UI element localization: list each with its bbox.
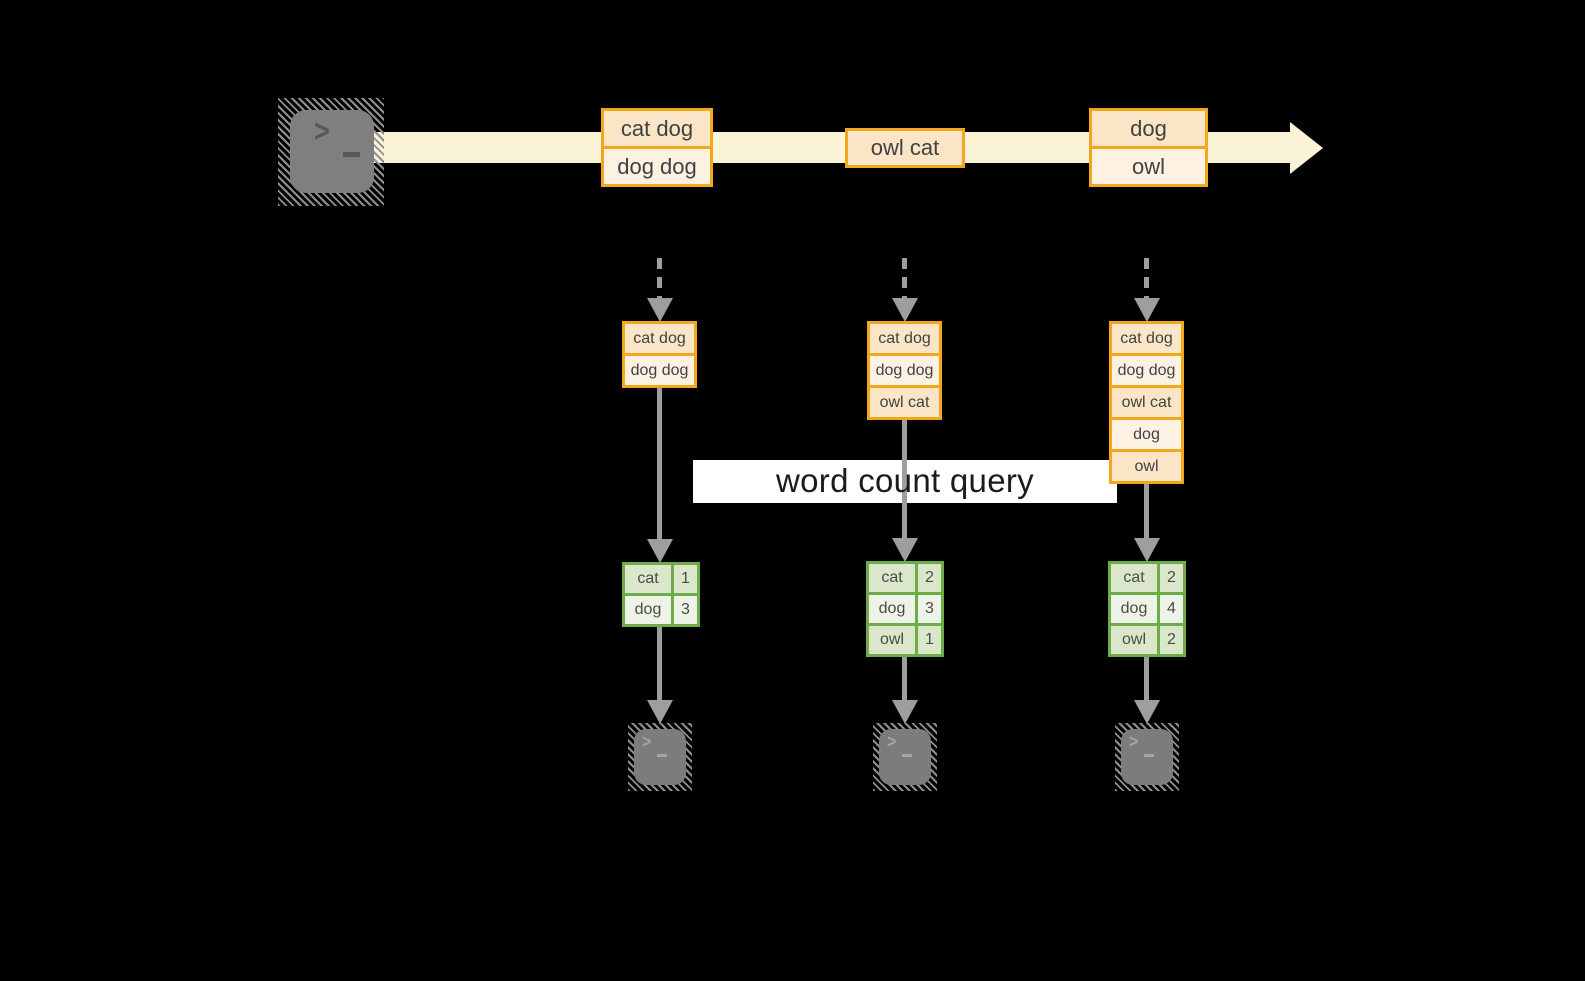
stream-event-batch-3: dog owl [1089,108,1208,187]
sink-terminal-icon-2: > [873,723,937,791]
terminal-prompt-icon: > [1129,732,1139,753]
arrow-head-icon [647,700,673,724]
terminal-cursor-icon [902,754,912,757]
buffer-record: owl cat [870,388,939,417]
arrow-shaft [902,420,907,540]
terminal-prompt-icon: > [314,113,330,149]
terminal-prompt-icon: > [887,732,897,753]
count-value-cell: 2 [918,564,941,592]
count-word-cell: cat [1111,564,1157,592]
buffer-record: cat dog [870,324,939,353]
arrow-shaft [1144,258,1149,298]
terminal-window-icon: > [634,729,686,785]
event-record: owl [1092,149,1205,184]
terminal-cursor-icon [657,754,667,757]
arrow-shaft [1144,657,1149,701]
arrow-head-icon [1134,700,1160,724]
terminal-cursor-icon [343,152,360,157]
buffer-record: owl [1112,452,1181,481]
event-record: cat dog [604,111,710,146]
sink-terminal-icon-3: > [1115,723,1179,791]
count-word-cell: dog [1111,595,1157,623]
sink-terminal-icon-1: > [628,723,692,791]
buffer-record: cat dog [1112,324,1181,353]
buffer-record: dog [1112,420,1181,449]
terminal-window-icon: > [1121,729,1173,785]
input-buffer-2: cat dog dog dog owl cat [867,321,942,420]
query-label: word count query [776,462,1034,499]
event-record: owl cat [848,131,962,165]
arrow-head-icon [892,298,918,322]
buffer-record: owl cat [1112,388,1181,417]
count-value-cell: 2 [1160,626,1183,654]
count-word-cell: cat [625,565,671,593]
event-record: dog dog [604,149,710,184]
count-word-cell: dog [625,596,671,624]
arrow-shaft [902,258,907,298]
count-word-cell: dog [869,595,915,623]
arrow-head-icon [1134,538,1160,562]
arrow-shaft [657,627,662,701]
count-word-cell: cat [869,564,915,592]
buffer-record: dog dog [625,356,694,385]
count-value-cell: 4 [1160,595,1183,623]
arrow-head-icon [647,298,673,322]
count-value-cell: 2 [1160,564,1183,592]
stream-timeline-arrowhead-icon [1290,122,1323,174]
terminal-window-icon: > [290,110,374,193]
source-terminal-icon: > [278,98,384,206]
count-value-cell: 3 [674,596,697,624]
count-value-cell: 1 [918,626,941,654]
count-table-1: cat 1 dog 3 [622,562,700,627]
count-value-cell: 3 [918,595,941,623]
buffer-record: dog dog [1112,356,1181,385]
buffer-record: dog dog [870,356,939,385]
arrow-head-icon [647,539,673,563]
input-buffer-3: cat dog dog dog owl cat dog owl [1109,321,1184,484]
arrow-head-icon [892,700,918,724]
count-table-2: cat 2 dog 3 owl 1 [866,561,944,657]
terminal-cursor-icon [1144,754,1154,757]
count-word-cell: owl [869,626,915,654]
terminal-prompt-icon: > [642,732,652,753]
count-table-3: cat 2 dog 4 owl 2 [1108,561,1186,657]
event-record: dog [1092,111,1205,146]
arrow-shaft [1144,484,1149,540]
buffer-record: cat dog [625,324,694,353]
arrow-shaft [902,657,907,701]
count-word-cell: owl [1111,626,1157,654]
arrow-shaft [657,258,662,298]
arrow-head-icon [1134,298,1160,322]
count-value-cell: 1 [674,565,697,593]
input-buffer-1: cat dog dog dog [622,321,697,388]
stream-event-batch-1: cat dog dog dog [601,108,713,187]
arrow-head-icon [892,538,918,562]
terminal-window-icon: > [879,729,931,785]
arrow-shaft [657,388,662,540]
stream-event-batch-2: owl cat [845,128,965,168]
